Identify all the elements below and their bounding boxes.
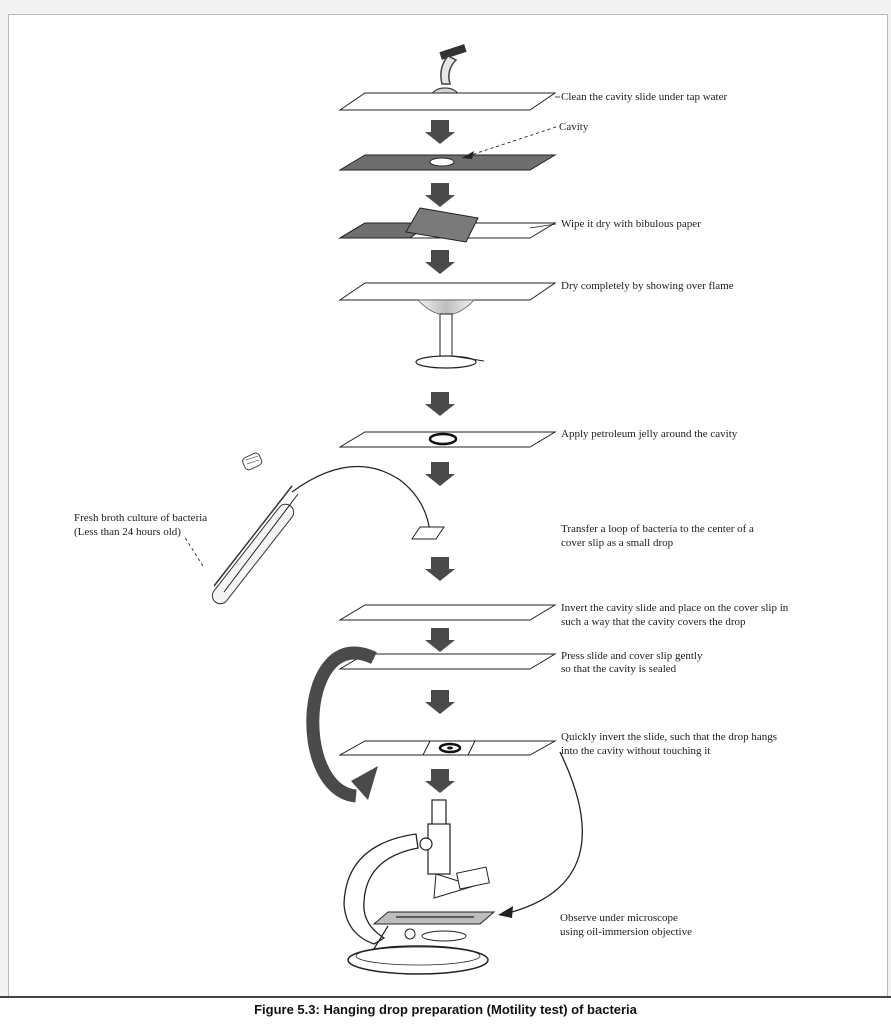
down-arrow-8 [425, 690, 455, 714]
down-arrow-7 [425, 628, 455, 652]
microscope-stage [372, 911, 496, 925]
step5-label: Transfer a loop of bacteria to the cente… [561, 523, 754, 535]
figure-caption-bar: Figure 5.3: Hanging drop preparation (Mo… [0, 996, 891, 1027]
step6-label-line2: such a way that the cavity covers the dr… [561, 616, 746, 628]
press-slide [338, 653, 557, 670]
inoculating-loop-wire [291, 465, 431, 533]
figure-caption: Figure 5.3: Hanging drop preparation (Mo… [254, 1002, 637, 1017]
step4-label: Apply petroleum jelly around the cavity [561, 428, 738, 440]
cover-slip [411, 526, 445, 540]
cotton-plug-icon [242, 452, 263, 471]
down-arrow-4 [425, 392, 455, 416]
step1-label: Clean the cavity slide under tap water [561, 91, 728, 103]
step3-label: Dry completely by showing over flame [561, 280, 734, 292]
invert-slide [338, 604, 557, 621]
step6-label: Invert the cavity slide and place on the… [561, 602, 789, 614]
step9-label: Observe under microscope [560, 912, 678, 924]
microscope-icon [343, 799, 496, 975]
step8-label: Quickly invert the slide, such that the … [561, 731, 777, 743]
hanging-drop-diagram [183, 44, 583, 975]
invert-curved-arrow [306, 646, 377, 803]
jelly-ring [428, 432, 458, 446]
down-arrow-1 [425, 120, 455, 144]
down-arrow-3 [425, 250, 455, 274]
down-arrow-9 [425, 769, 455, 793]
step5-label-line2: cover slip as a small drop [561, 537, 674, 549]
down-arrow-6 [425, 557, 455, 581]
bunsen-burner-icon [415, 299, 485, 369]
culture-label: Fresh broth culture of bacteria [74, 512, 208, 524]
step7-label: Press slide and cover slip gently [561, 650, 703, 662]
step9-label-line2: using oil-immersion objective [560, 926, 692, 938]
down-arrows [425, 120, 455, 793]
step7-label-line2: so that the cavity is sealed [561, 663, 677, 675]
down-arrow-5 [425, 462, 455, 486]
bibulous-paper-icon [405, 207, 479, 243]
cavity [429, 157, 455, 167]
culture-label-line2: (Less than 24 hours old) [74, 526, 181, 538]
down-arrow-2 [425, 183, 455, 207]
step8-label-line2: into the cavity without touching it [561, 745, 711, 757]
cavity-label: Cavity [559, 121, 589, 133]
jelly-slide [338, 431, 557, 448]
step1-slide [338, 92, 557, 111]
step2-label: Wipe it dry with bibulous paper [561, 218, 701, 230]
culture-tube-icon [211, 485, 299, 605]
observe-arrow [511, 751, 583, 913]
flame-slide [338, 282, 557, 301]
